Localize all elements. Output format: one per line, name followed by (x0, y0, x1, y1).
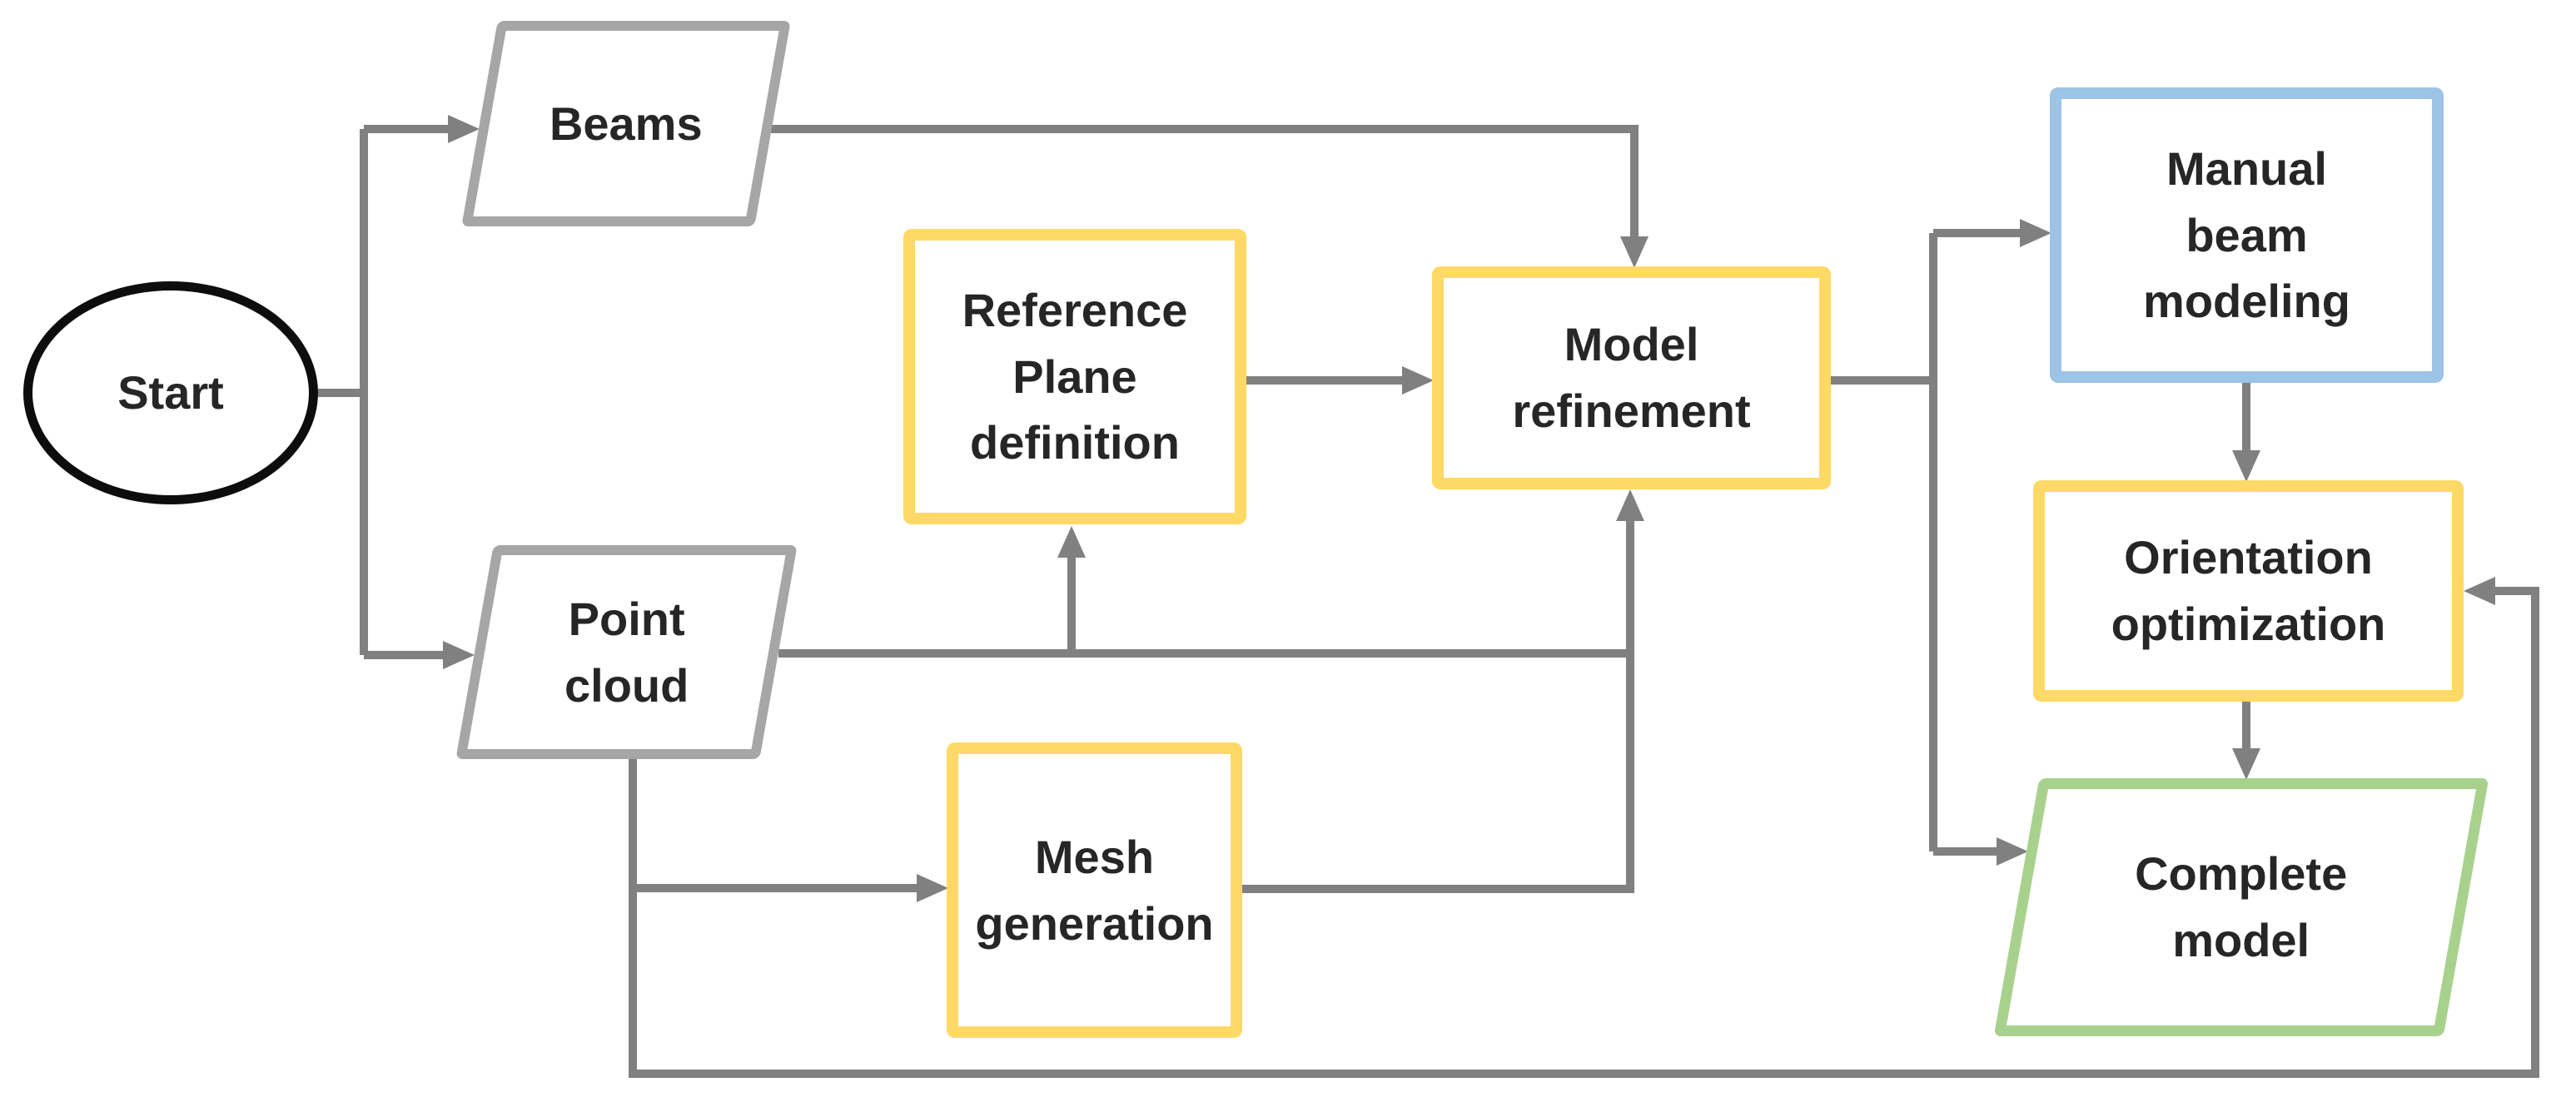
node-orientation-optimization-label: Orientation optimization (2111, 531, 2386, 650)
arrowhead-into-model-refinement-bottom (1616, 489, 1644, 521)
arrowhead-into-complete-model-top (2232, 748, 2260, 780)
node-point-cloud: Point cloud (455, 545, 798, 759)
arrowhead-into-reference-plane (1057, 526, 1086, 558)
arrowhead-into-model-refinement-left (1402, 366, 1434, 395)
node-point-cloud-label: Point cloud (564, 592, 689, 712)
arrowhead-into-beams (448, 115, 480, 143)
edge-mesh-generation-to-model-refinement (1242, 521, 1634, 893)
edge-point-cloud-to-orientation-feedback (629, 587, 2539, 1078)
node-reference-plane-definition-label: Reference Plane definition (962, 284, 1188, 469)
node-start-label: Start (117, 366, 224, 419)
node-model-refinement-label: Model refinement (1512, 318, 1751, 437)
arrowhead-into-orientation-right (2464, 577, 2495, 605)
arrowhead-into-model-refinement-top (1620, 236, 1649, 268)
node-beams-label: Beams (550, 97, 703, 150)
node-start: Start (23, 281, 318, 504)
arrowhead-into-point-cloud (443, 641, 475, 669)
arrowhead-into-complete-model-left (1997, 837, 2028, 866)
node-complete-model-label: Complete model (2135, 847, 2348, 966)
node-orientation-optimization: Orientation optimization (2033, 480, 2464, 702)
node-complete-model: Complete model (1993, 778, 2489, 1036)
arrowhead-into-orientation-top (2232, 450, 2260, 482)
node-manual-beam-modeling-label: Manual beam modeling (2143, 142, 2350, 328)
node-manual-beam-modeling: Manual beam modeling (2050, 87, 2444, 383)
node-beams: Beams (461, 21, 791, 226)
node-reference-plane-definition: Reference Plane definition (903, 229, 1246, 524)
edge-lines (318, 125, 2539, 1078)
edge-arrowheads (443, 115, 2495, 902)
arrowhead-into-manual-beam (2020, 219, 2051, 247)
node-mesh-generation-label: Mesh generation (975, 830, 1214, 950)
node-model-refinement: Model refinement (1432, 266, 1831, 489)
arrowhead-into-mesh-generation (917, 874, 948, 902)
node-mesh-generation: Mesh generation (947, 742, 1242, 1038)
edge-beams-to-model-refinement (771, 125, 1639, 236)
